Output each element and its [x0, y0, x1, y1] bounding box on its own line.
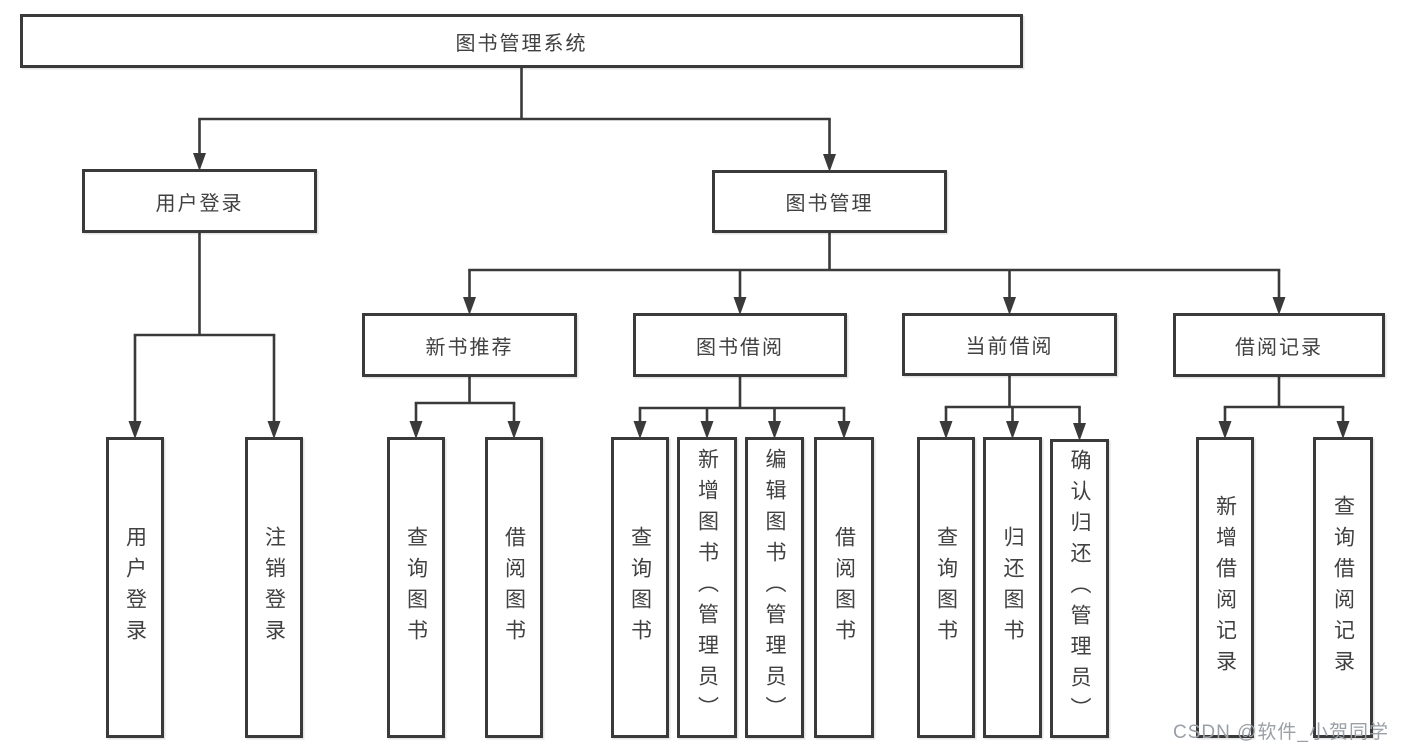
node-bb-borrow: 借阅图书	[814, 437, 874, 738]
arrowhead-borrow-bb-query	[633, 421, 647, 439]
node-nb-query: 查询图书	[387, 437, 445, 738]
node-rec-query: 查询借阅记录	[1313, 437, 1373, 738]
arrowhead-mgmt-records	[1272, 297, 1286, 315]
node-logout: 注销登录	[245, 437, 303, 738]
node-borrow: 图书借阅	[633, 313, 847, 377]
node-bb-query: 查询图书	[611, 437, 669, 738]
node-nb-borrow: 借阅图书	[485, 437, 543, 738]
node-current: 当前借阅	[902, 313, 1117, 376]
arrowhead-mgmt-borrow	[733, 297, 747, 315]
node-user-login: 用户登录	[106, 437, 164, 738]
arrowhead-login-logout	[267, 421, 281, 439]
node-cur-return: 归还图书	[983, 437, 1042, 738]
arrowhead-records-rec-add	[1218, 421, 1232, 439]
arrowhead-newbook-nb-borrow	[507, 421, 521, 439]
arrowhead-mgmt-newbook	[463, 297, 476, 315]
node-mgmt: 图书管理	[712, 170, 947, 233]
node-bb-edit: 编辑图书（管理员）	[745, 437, 804, 738]
node-newbook: 新书推荐	[362, 313, 577, 377]
arrowhead-records-rec-query	[1336, 421, 1350, 439]
arrowhead-current-cur-return	[1006, 421, 1019, 439]
node-login: 用户登录	[82, 169, 317, 233]
node-rec-add: 新增借阅记录	[1196, 437, 1254, 738]
arrowhead-newbook-nb-query	[409, 421, 423, 439]
arrowhead-borrow-bb-add	[700, 421, 714, 439]
arrowhead-login-user-login	[128, 421, 142, 439]
arrowhead-mgmt-current	[1003, 297, 1016, 315]
node-bb-add: 新增图书（管理员）	[677, 437, 737, 738]
arrowhead-borrow-bb-edit	[768, 421, 781, 439]
arrowhead-current-cur-query	[939, 421, 953, 439]
arrowhead-borrow-bb-borrow	[837, 421, 851, 439]
node-cur-confirm: 确认归还（管理员）	[1050, 439, 1109, 738]
arrowhead-root-mgmt	[823, 154, 836, 172]
node-root: 图书管理系统	[20, 14, 1023, 68]
watermark: CSDN @软件_小贺同学	[1173, 722, 1389, 743]
node-cur-query: 查询图书	[917, 437, 975, 738]
node-records: 借阅记录	[1173, 313, 1385, 377]
arrowhead-current-cur-confirm	[1073, 423, 1086, 441]
arrowhead-root-login	[193, 153, 206, 171]
